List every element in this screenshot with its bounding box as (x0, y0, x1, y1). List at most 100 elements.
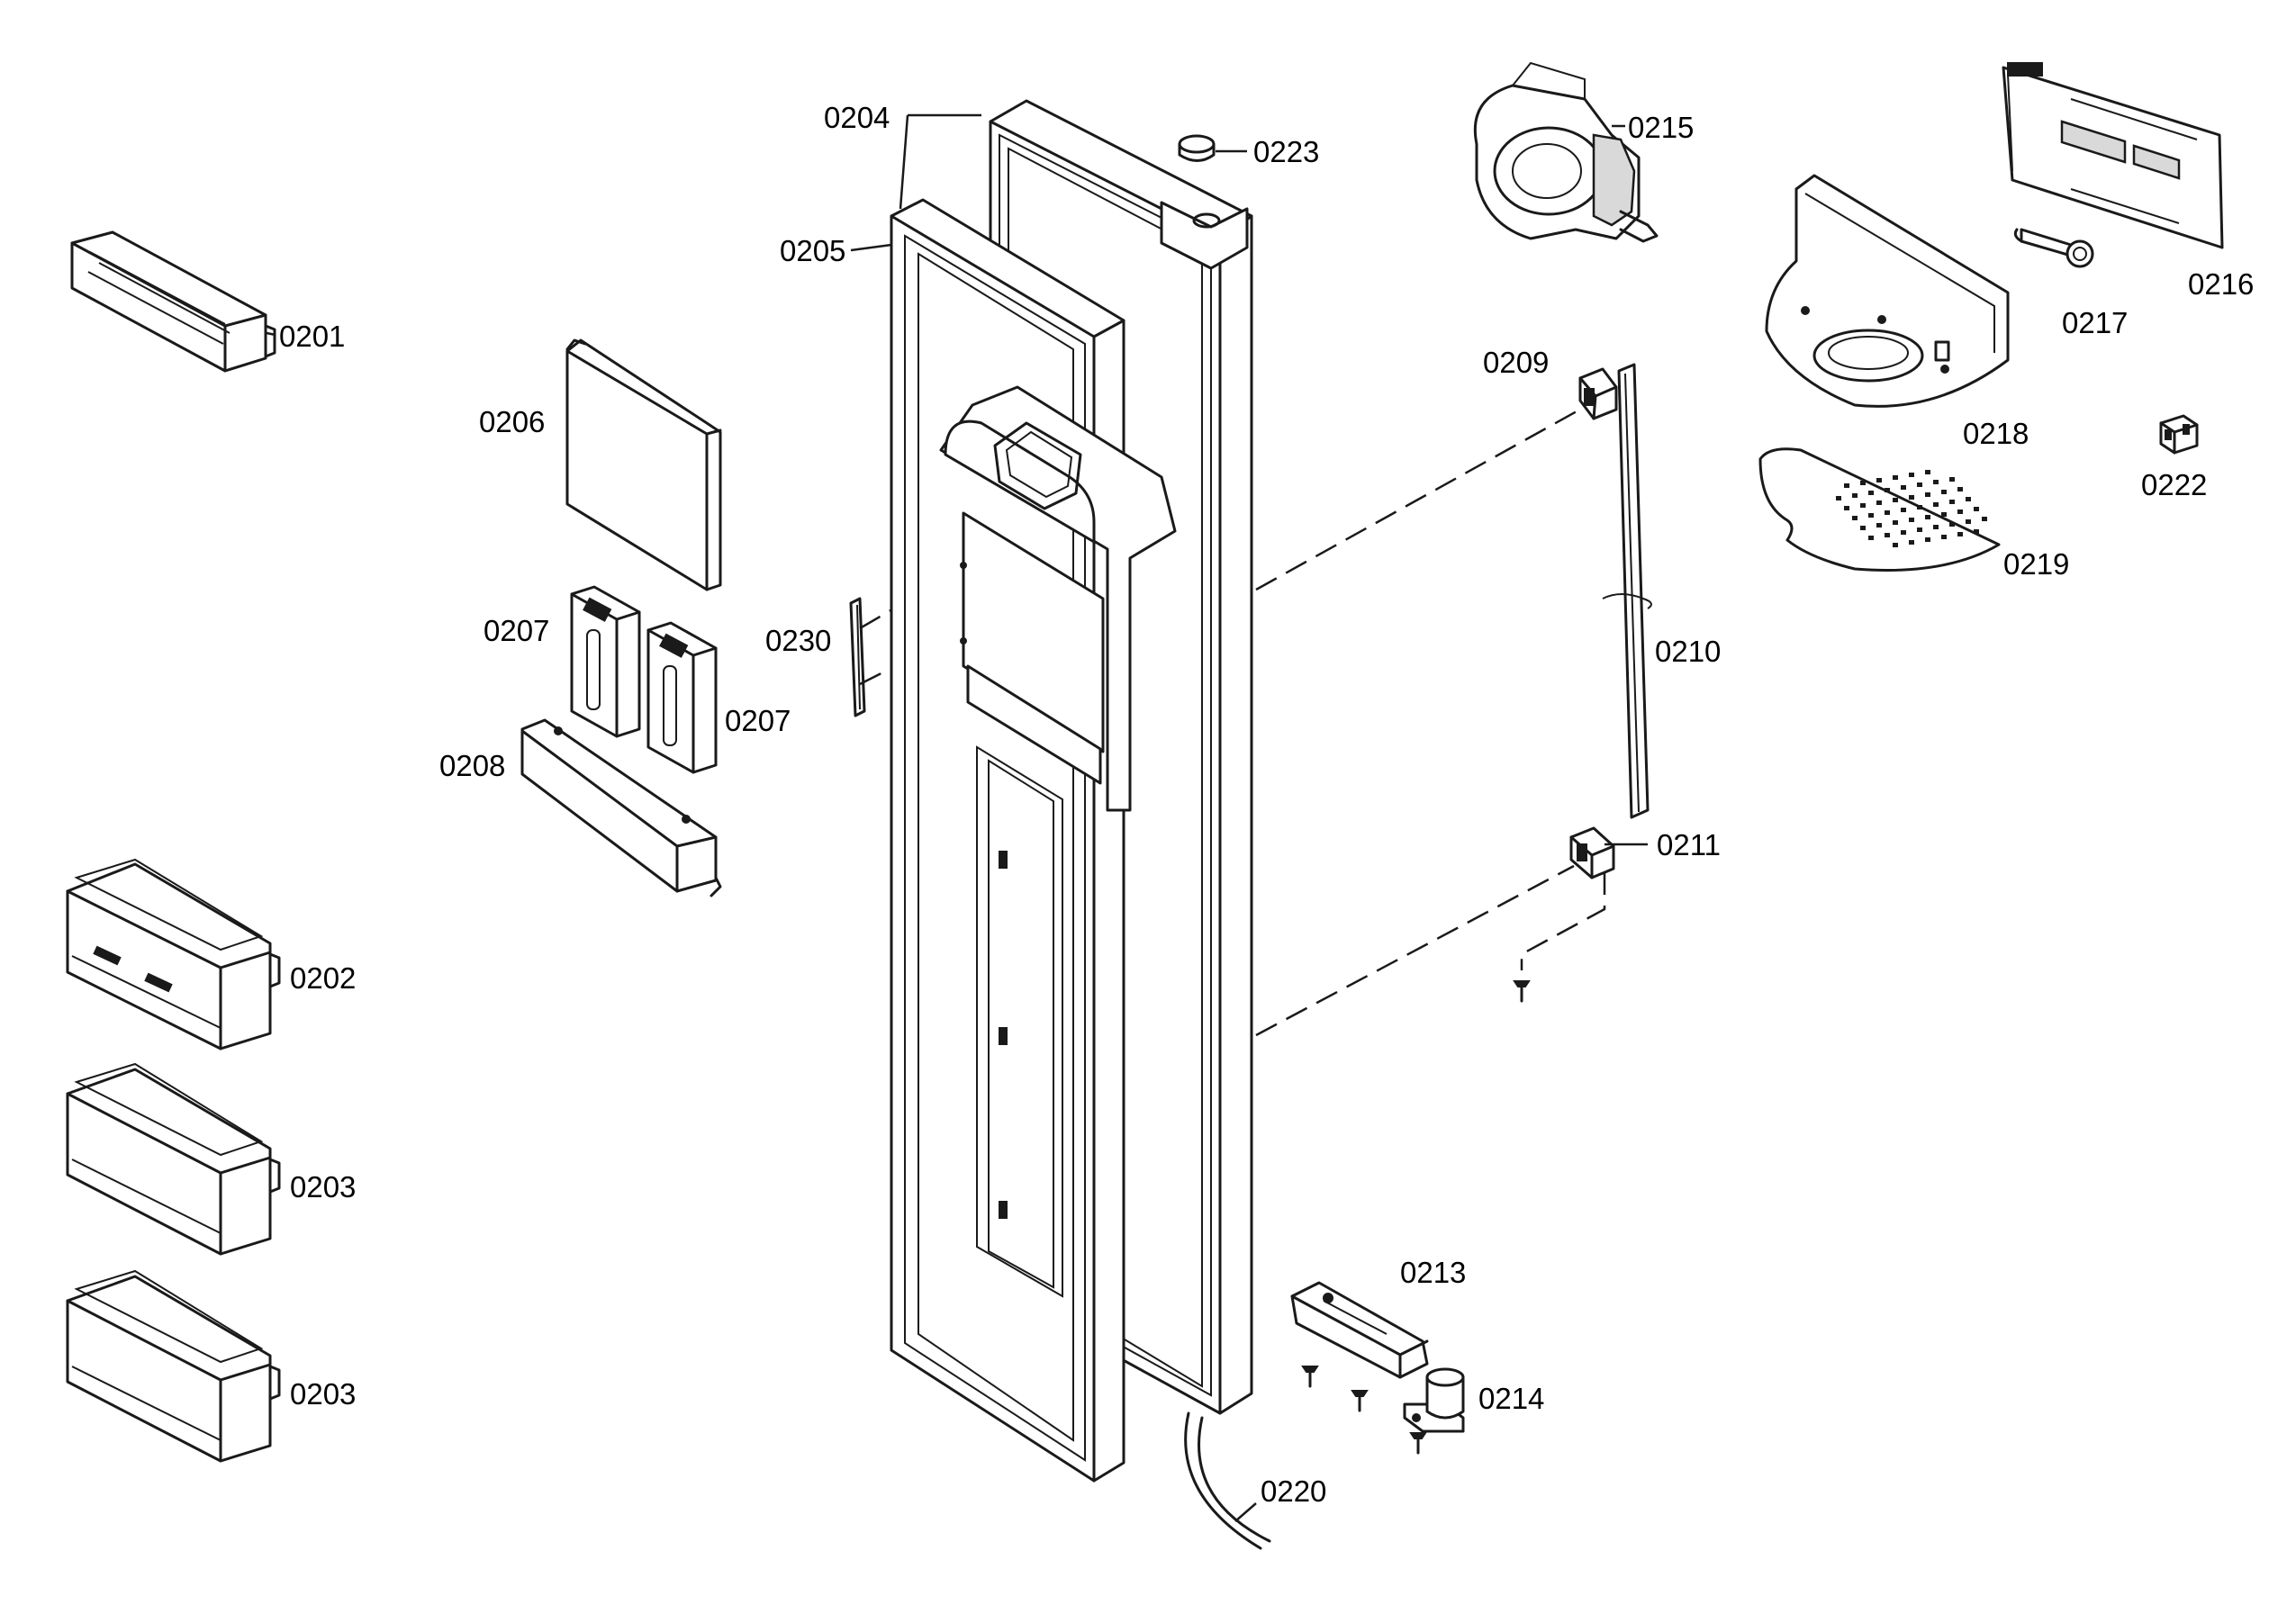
grille-dot (1949, 522, 1955, 527)
dispenser-housing (939, 385, 1177, 812)
grille-dot (1836, 496, 1841, 500)
grille-dot (1957, 509, 1963, 514)
grille-dot (1893, 543, 1898, 547)
label-0201: 0201 (279, 320, 345, 353)
grille-dot (1893, 498, 1898, 502)
part-0222-connector (2159, 414, 2199, 455)
grille-dot (1885, 488, 1890, 492)
grille-dot-pattern (1836, 470, 1987, 547)
part-0211-end-cap (1569, 826, 1615, 879)
part-0211-screw-leader (1520, 871, 1606, 970)
label-0214: 0214 (1478, 1382, 1544, 1415)
grille-dot (1957, 532, 1963, 536)
label-0216: 0216 (2188, 267, 2254, 301)
grille-dot (1933, 502, 1939, 507)
grille-dot (1844, 506, 1849, 510)
label-0202: 0202 (290, 961, 356, 995)
grille-dot (1860, 526, 1866, 530)
grille-dot (1868, 536, 1874, 540)
grille-dot (1852, 516, 1858, 520)
grille-dot (1901, 530, 1906, 535)
label-0208: 0208 (439, 749, 505, 782)
part-0210-vertical-strip (1602, 363, 1652, 819)
grille-dot (1852, 493, 1858, 498)
grille-dot (1909, 518, 1914, 522)
part-0201-shallow-bin (70, 230, 276, 373)
grille-dot (1893, 520, 1898, 525)
label-0206: 0206 (479, 405, 545, 438)
leader-0220 (1234, 1502, 1257, 1522)
part-0223-plug (1178, 134, 1216, 162)
grille-dot (1949, 477, 1955, 482)
label-0222: 0222 (2141, 468, 2207, 501)
grille-dot (1941, 490, 1947, 494)
part-0230-bracket (849, 597, 866, 717)
grille-dot (1885, 510, 1890, 515)
part-0206-cover-panel (565, 338, 722, 591)
part-0214-hinge-pin (1403, 1367, 1465, 1433)
part-0216-control-board (2002, 62, 2224, 249)
grille-dot (1917, 505, 1922, 509)
grille-dot (1917, 482, 1922, 487)
grille-dot (1933, 480, 1939, 484)
grille-dot (1974, 507, 1979, 511)
grille-dot (1925, 537, 1930, 542)
grille-dot (1966, 497, 1971, 501)
part-0208-drip-tray (520, 718, 722, 897)
grille-dot (1868, 491, 1874, 495)
part-0213-hinge-bracket (1290, 1281, 1429, 1379)
dashed-leader-to-0209 (1255, 405, 1586, 591)
grille-dot (1860, 481, 1866, 485)
label-0220: 0220 (1261, 1474, 1326, 1508)
part-0209-end-cap (1578, 367, 1618, 420)
grille-dot (1868, 513, 1874, 518)
label-0213: 0213 (1400, 1256, 1466, 1289)
grille-dot (1844, 483, 1849, 488)
grille-dot (1925, 515, 1930, 519)
dashed-leader-to-0211 (1255, 864, 1575, 1037)
label-0203-upper: 0203 (290, 1170, 356, 1204)
grille-dot (1901, 508, 1906, 512)
grille-dot (1982, 517, 1987, 521)
label-0223: 0223 (1253, 135, 1319, 168)
grille-dot (1893, 475, 1898, 480)
grille-dot (1860, 503, 1866, 508)
grille-dot (1974, 529, 1979, 534)
grille-dot (1957, 487, 1963, 491)
part-0207-module-left (570, 585, 641, 738)
grille-dot (1925, 470, 1930, 474)
label-0209: 0209 (1483, 346, 1549, 379)
screw-0214-lower (1409, 1432, 1427, 1455)
grille-dot (1925, 492, 1930, 497)
part-0203-door-bin-lower (66, 1269, 281, 1463)
part-0217-thermistor (2013, 228, 2094, 268)
grille-dot (1941, 535, 1947, 539)
label-0218: 0218 (1963, 417, 2029, 450)
part-0219-grille-plate (1758, 447, 2001, 572)
grille-dot (1901, 485, 1906, 490)
leader-0204 (899, 113, 981, 210)
grille-dot (1917, 527, 1922, 532)
part-0202-door-bin (66, 858, 281, 1050)
label-0203-lower: 0203 (290, 1377, 356, 1411)
leader-0205 (850, 243, 892, 252)
part-0211-screw (1513, 980, 1531, 1003)
label-0211: 0211 (1657, 828, 1721, 861)
label-0217: 0217 (2062, 306, 2128, 339)
grille-dot (1876, 523, 1882, 527)
part-0207-module-right (646, 621, 718, 774)
label-0210: 0210 (1655, 635, 1721, 668)
label-0219: 0219 (2003, 547, 2069, 581)
label-0207-right: 0207 (725, 704, 791, 737)
grille-dot (1941, 512, 1947, 517)
label-0215: 0215 (1628, 111, 1694, 144)
leader-0201 (266, 331, 276, 337)
grille-dot (1909, 495, 1914, 500)
label-0207-left: 0207 (484, 614, 549, 647)
label-0204: 0204 (824, 101, 890, 134)
grille-dot (1885, 533, 1890, 537)
screw-0214-upper (1351, 1390, 1369, 1412)
part-0215-auger-motor (1473, 61, 1659, 243)
screw-0213-left (1301, 1366, 1319, 1388)
grille-dot (1949, 500, 1955, 504)
